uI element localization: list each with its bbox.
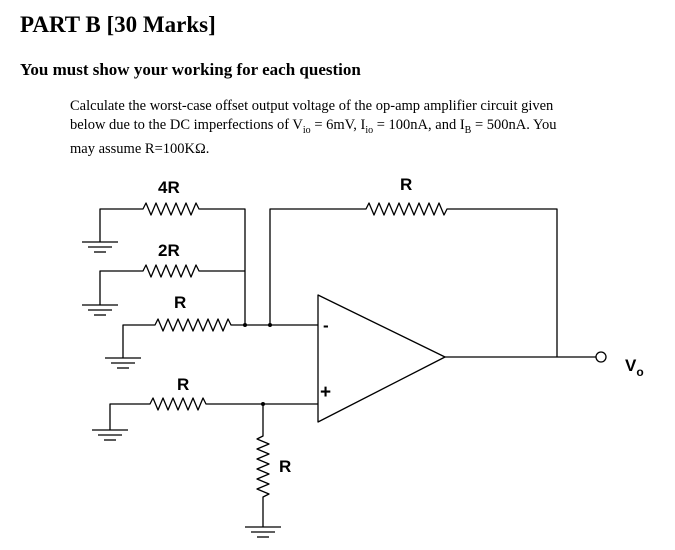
ground-symbol-2 <box>82 304 118 316</box>
junction-dot <box>261 402 265 406</box>
ground-symbol-5 <box>245 526 281 538</box>
resistor-r-input <box>122 318 318 358</box>
ground-symbol-1 <box>82 241 118 253</box>
label-r-feedback: R <box>400 175 412 194</box>
resistor-feedback <box>269 202 558 357</box>
output-label: Vo <box>625 356 644 379</box>
junction-dot <box>268 323 272 327</box>
resistor-2r <box>99 264 245 305</box>
ground-symbol-4 <box>92 429 128 441</box>
label-2r: 2R <box>158 241 180 260</box>
resistor-4r <box>99 202 246 325</box>
page-title: PART B [30 Marks] <box>20 12 216 37</box>
ground-symbol-3 <box>105 357 141 369</box>
label-r-input: R <box>174 293 186 312</box>
label-r-noninv: R <box>177 375 189 394</box>
resistor-r-noninv <box>109 397 318 430</box>
junction-dot <box>243 323 247 327</box>
label-4r: 4R <box>158 178 180 197</box>
output-terminal <box>595 351 607 363</box>
question-text: Calculate the worst-case offset output v… <box>70 97 630 159</box>
opamp-triangle <box>317 294 446 423</box>
resistor-r-ground <box>256 404 270 527</box>
question-line-2: below due to the DC imperfections of Vio… <box>70 117 557 136</box>
opamp-noninverting-sign: + <box>320 382 331 403</box>
question-line-3: may assume R=100KΩ. <box>70 140 210 157</box>
question-line-1: Calculate the worst-case offset output v… <box>70 98 554 114</box>
label-r-ground: R <box>279 457 291 476</box>
opamp-inverting-sign: - <box>323 316 329 335</box>
instruction-heading: You must show your working for each ques… <box>20 60 361 79</box>
